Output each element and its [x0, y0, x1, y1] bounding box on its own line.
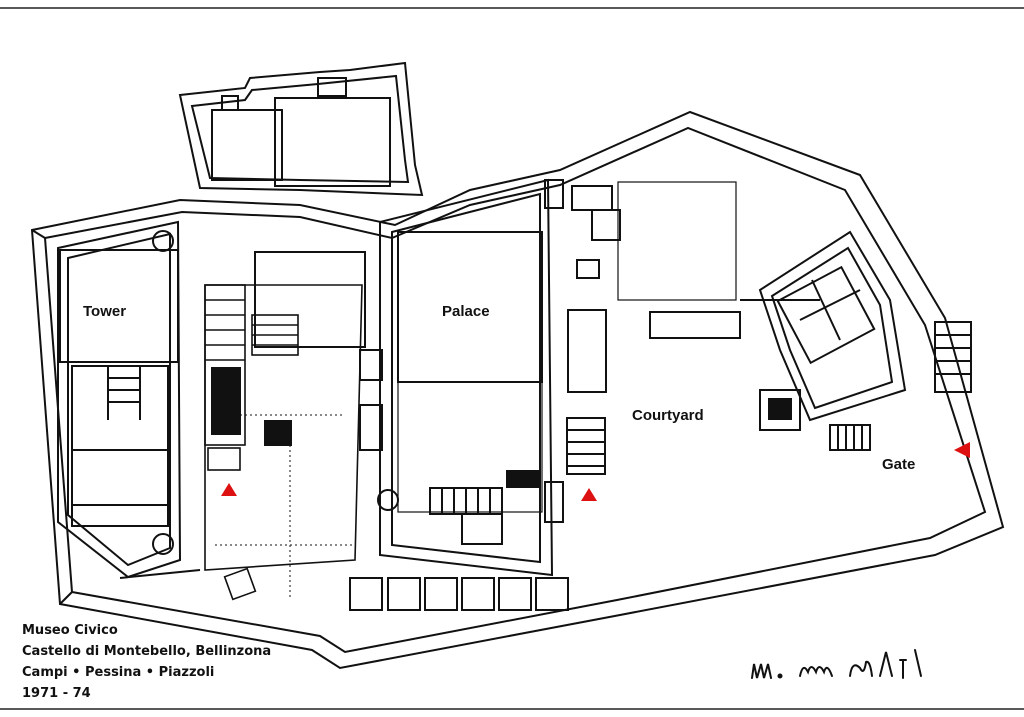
page-frame: [0, 7, 1024, 710]
south-wall-windows: [349, 577, 569, 611]
central-hall: [204, 251, 366, 601]
dark-palace-block: [506, 470, 540, 488]
palace-block: [359, 178, 564, 577]
north-annex: [178, 61, 424, 197]
dark-east-block: [768, 398, 792, 420]
entrance-triangle-icon: [954, 442, 970, 458]
room-label-palace: Palace: [442, 303, 490, 320]
caption-block: Museo Civico Castello di Montebello, Bel…: [22, 620, 271, 704]
caption-years: 1971 - 74: [22, 686, 91, 701]
room-label-tower: Tower: [83, 303, 126, 320]
room-label-courtyard: Courtyard: [632, 407, 704, 424]
east-block: [758, 230, 972, 451]
courtyard-structures: [566, 181, 820, 475]
tower-block: [57, 220, 201, 579]
entrance-triangle-icon: [581, 488, 597, 501]
entrance-markers: [221, 442, 970, 501]
architect-signature: [751, 649, 922, 679]
dark-stair-block: [211, 367, 241, 435]
entrance-triangle-icon: [221, 483, 237, 496]
dark-square-block: [264, 420, 292, 446]
outer-wall: [30, 110, 1005, 670]
caption-architects: Campi • Pessina • Piazzoli: [22, 665, 215, 680]
caption-location: Castello di Montebello, Bellinzona: [22, 644, 272, 659]
room-label-gate: Gate: [882, 456, 915, 473]
caption-museum-name: Museo Civico: [22, 623, 118, 638]
